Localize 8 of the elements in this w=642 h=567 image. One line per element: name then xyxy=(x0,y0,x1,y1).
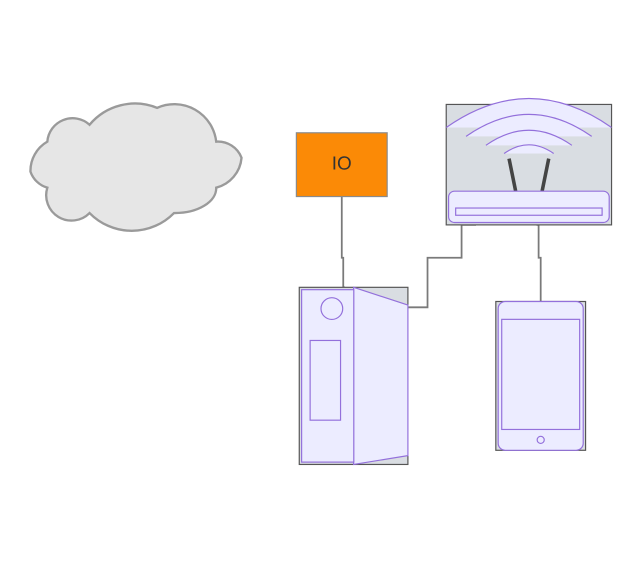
router-drawing xyxy=(446,97,612,223)
phone-drawing xyxy=(498,300,584,450)
connector xyxy=(408,224,476,308)
computer-tower-drawing xyxy=(301,286,408,465)
connector xyxy=(536,224,542,302)
node-box: IO xyxy=(296,132,388,197)
connector xyxy=(340,195,345,288)
node-cloud xyxy=(29,102,243,232)
